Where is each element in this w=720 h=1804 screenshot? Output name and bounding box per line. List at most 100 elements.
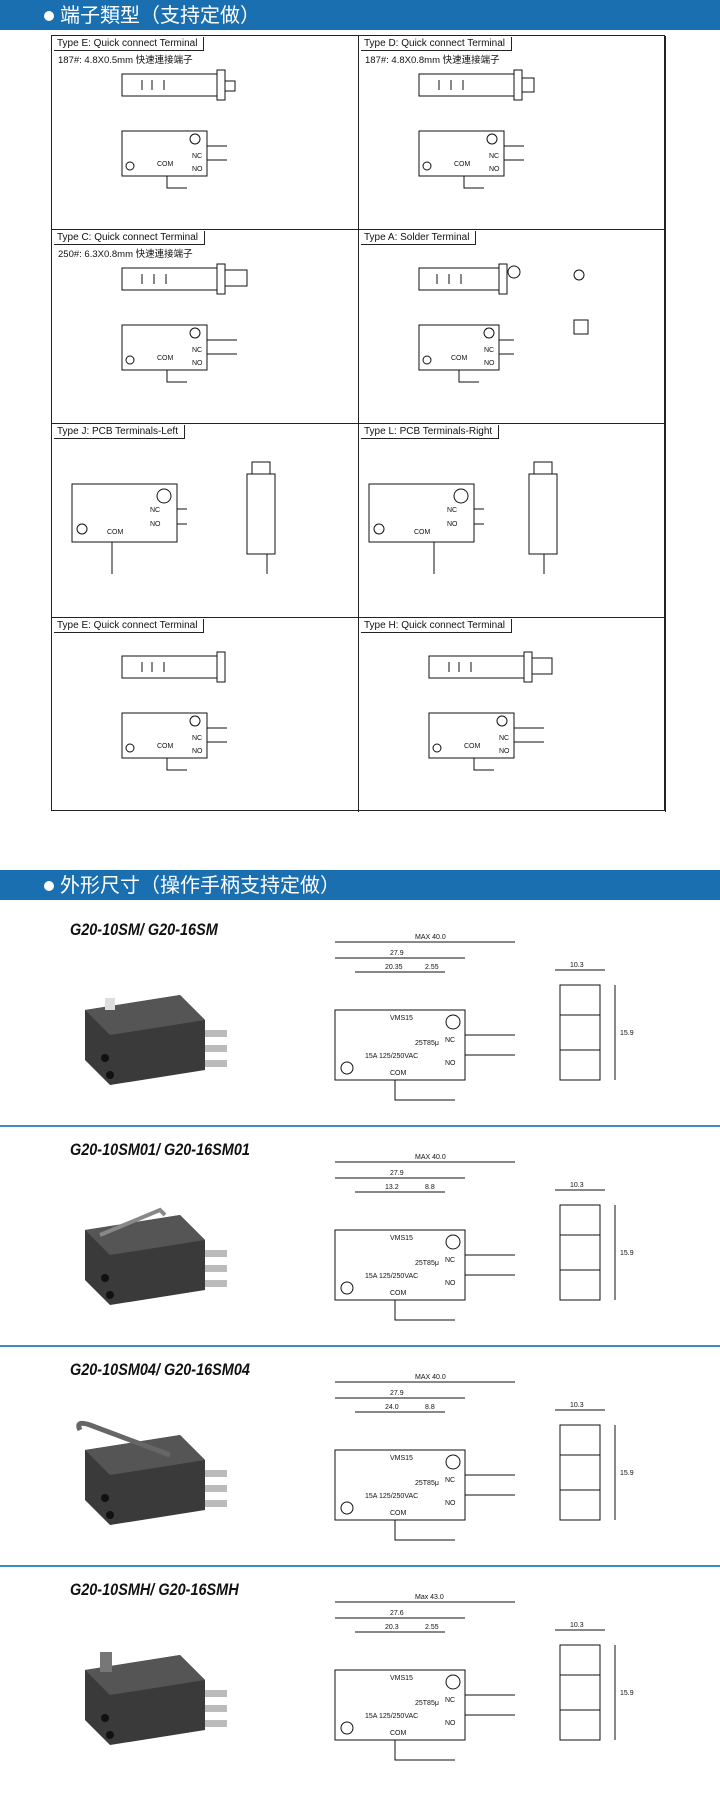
- svg-text:VMS15: VMS15: [390, 1015, 413, 1022]
- svg-text:NC: NC: [445, 1037, 455, 1044]
- terminal-drawing: NC NO COM: [121, 69, 236, 189]
- svg-text:NC: NC: [445, 1477, 455, 1484]
- model-title: G20-10SM/ G20-16SM: [70, 920, 218, 939]
- svg-text:NO: NO: [192, 360, 203, 367]
- terminal-cell-e1: Type E: Quick connect Terminal 187#: 4.8…: [52, 36, 359, 230]
- svg-text:NO: NO: [499, 748, 510, 755]
- svg-text:COM: COM: [390, 1290, 407, 1297]
- svg-text:COM: COM: [390, 1510, 407, 1517]
- svg-text:NC: NC: [484, 347, 494, 354]
- terminal-type-label: Type D: Quick connect Terminal: [361, 37, 512, 51]
- svg-text:10.3: 10.3: [570, 1622, 584, 1629]
- svg-text:15.9: 15.9: [620, 1690, 634, 1697]
- dimensions-banner: 外形尺寸（操作手柄支持定做）: [0, 870, 720, 900]
- terminals-banner: 端子類型（支持定做）: [0, 0, 720, 30]
- svg-text:2.55: 2.55: [425, 1624, 439, 1631]
- terminal-type-label: Type E: Quick connect Terminal: [54, 619, 205, 633]
- svg-text:27.9: 27.9: [390, 1170, 404, 1177]
- svg-text:NC: NC: [192, 347, 202, 354]
- terminal-type-label: Type J: PCB Terminals-Left: [54, 425, 185, 439]
- switch-photo: [85, 1207, 227, 1305]
- row-separator: [0, 1125, 720, 1127]
- terminal-drawing: NC NO COM: [368, 461, 558, 574]
- svg-text:NC: NC: [192, 153, 202, 160]
- svg-text:NO: NO: [484, 360, 495, 367]
- terminal-cell-c: Type C: Quick connect Terminal 250#: 6.3…: [52, 230, 359, 424]
- svg-text:20.35: 20.35: [385, 964, 403, 971]
- svg-text:Max 43.0: Max 43.0: [415, 1594, 444, 1601]
- terminal-type-label: Type L: PCB Terminals-Right: [361, 425, 500, 439]
- switch-photo: [85, 1652, 227, 1745]
- model-title: G20-10SM04/ G20-16SM04: [70, 1360, 250, 1379]
- svg-text:27.6: 27.6: [390, 1610, 404, 1617]
- svg-text:COM: COM: [157, 161, 174, 168]
- terminal-type-label: Type H: Quick connect Terminal: [361, 619, 512, 633]
- svg-text:27.9: 27.9: [390, 950, 404, 957]
- terminal-drawing: NC NO COM: [121, 263, 248, 383]
- bullet-icon: [44, 10, 54, 21]
- terminal-cell-a: Type A: Solder Terminal NC NO COM: [359, 230, 666, 424]
- row-separator: [0, 1345, 720, 1347]
- svg-text:VMS15: VMS15: [390, 1235, 413, 1242]
- svg-text:COM: COM: [390, 1730, 407, 1737]
- terminal-cell-h: Type H: Quick connect Terminal NC NO COM: [359, 618, 666, 812]
- svg-text:2.55: 2.55: [425, 964, 439, 971]
- svg-text:NC: NC: [445, 1697, 455, 1704]
- terminal-drawing: NC NO COM: [418, 263, 589, 383]
- svg-text:NC: NC: [489, 153, 499, 160]
- svg-text:NO: NO: [192, 166, 203, 173]
- bullet-icon: [44, 880, 54, 891]
- terminal-cell-j: Type J: PCB Terminals-Left NC NO COM: [52, 424, 359, 618]
- svg-text:13.2: 13.2: [385, 1184, 399, 1191]
- terminal-drawing: NC NO COM: [121, 651, 227, 771]
- svg-text:NC: NC: [445, 1257, 455, 1264]
- svg-text:10.3: 10.3: [570, 962, 584, 969]
- model-title: G20-10SM01/ G20-16SM01: [70, 1140, 250, 1159]
- terminal-type-label: Type A: Solder Terminal: [361, 231, 477, 245]
- dimensions-title: 外形尺寸（操作手柄支持定做）: [60, 873, 340, 897]
- svg-text:25T85μ: 25T85μ: [415, 1260, 439, 1267]
- svg-text:25T85μ: 25T85μ: [415, 1700, 439, 1707]
- terminal-drawing: NC NO COM: [428, 651, 553, 771]
- svg-text:8.8: 8.8: [425, 1404, 435, 1411]
- switch-photo: [85, 995, 227, 1085]
- svg-text:VMS15: VMS15: [390, 1675, 413, 1682]
- terminal-type-label: Type E: Quick connect Terminal: [54, 37, 205, 51]
- svg-text:NO: NO: [445, 1720, 456, 1727]
- svg-text:MAX 40.0: MAX 40.0: [415, 934, 446, 941]
- svg-text:10.3: 10.3: [570, 1402, 584, 1409]
- svg-text:27.9: 27.9: [390, 1390, 404, 1397]
- svg-text:20.3: 20.3: [385, 1624, 399, 1631]
- svg-text:NO: NO: [445, 1280, 456, 1287]
- switch-photo: [76, 1420, 227, 1525]
- svg-text:NO: NO: [447, 521, 458, 528]
- svg-text:NC: NC: [192, 735, 202, 742]
- svg-text:25T85μ: 25T85μ: [415, 1480, 439, 1487]
- terminal-type-label: Type C: Quick connect Terminal: [54, 231, 205, 245]
- svg-text:NO: NO: [150, 521, 161, 528]
- model-title: G20-10SMH/ G20-16SMH: [70, 1580, 239, 1599]
- svg-text:COM: COM: [414, 529, 431, 536]
- svg-text:15.9: 15.9: [620, 1250, 634, 1257]
- svg-text:COM: COM: [390, 1070, 407, 1077]
- terminal-cell-d: Type D: Quick connect Terminal 187#: 4.8…: [359, 36, 666, 230]
- svg-text:NO: NO: [192, 748, 203, 755]
- svg-text:15A 125/250VAC: 15A 125/250VAC: [365, 1713, 418, 1720]
- svg-text:24.0: 24.0: [385, 1404, 399, 1411]
- svg-text:8.8: 8.8: [425, 1184, 435, 1191]
- svg-text:NO: NO: [445, 1060, 456, 1067]
- svg-text:15A 125/250VAC: 15A 125/250VAC: [365, 1493, 418, 1500]
- svg-text:15.9: 15.9: [620, 1030, 634, 1037]
- svg-text:COM: COM: [464, 743, 481, 750]
- svg-text:NO: NO: [489, 166, 500, 173]
- terminal-cell-l: Type L: PCB Terminals-Right NC NO COM: [359, 424, 666, 618]
- svg-text:NO: NO: [445, 1500, 456, 1507]
- svg-text:15.9: 15.9: [620, 1470, 634, 1477]
- svg-text:10.3: 10.3: [570, 1182, 584, 1189]
- svg-text:MAX 40.0: MAX 40.0: [415, 1374, 446, 1381]
- svg-text:NC: NC: [150, 507, 160, 514]
